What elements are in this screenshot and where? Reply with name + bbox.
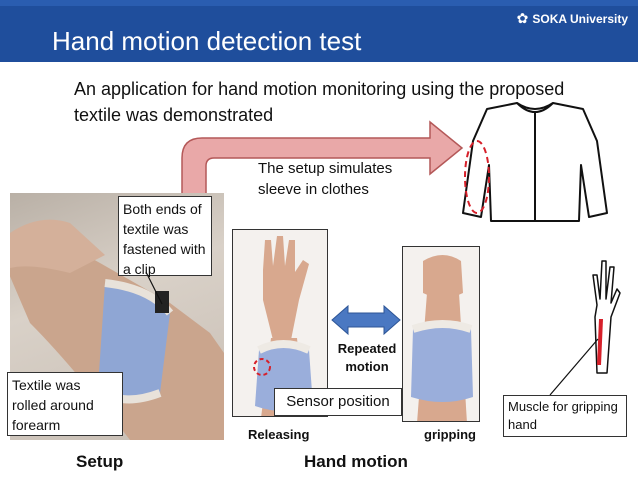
simulation-note: The setup simulates sleeve in clothes [258, 160, 393, 198]
slide-title: Hand motion detection test [52, 26, 362, 56]
gripping-label: gripping [424, 427, 476, 442]
fist-illustration [403, 247, 479, 421]
callout-sensor-position: Sensor position [274, 388, 402, 416]
intro-text: An application for hand motion monitorin… [74, 79, 565, 125]
setup-label: Setup [76, 452, 124, 471]
repeat-double-arrow [331, 304, 401, 336]
gripping-photo [402, 246, 480, 422]
sensor-marker [253, 358, 271, 376]
jacket-drawing [462, 102, 608, 222]
callout-muscle: Muscle for gripping hand [503, 395, 627, 437]
forearm-illustration [10, 219, 224, 440]
university-logo: ✿ SOKA University [517, 10, 628, 27]
arm-muscle-drawing [592, 260, 621, 374]
logo-text: SOKA University [532, 11, 628, 26]
hand-motion-label: Hand motion [304, 452, 408, 471]
callout-rolled: Textile was rolled around forearm [7, 372, 123, 436]
releasing-label: Releasing [248, 427, 310, 442]
open-hand-illustration [233, 230, 327, 416]
callout-fastened-pointer [145, 271, 163, 305]
soka-crest-icon: ✿ [516, 10, 529, 26]
callout-fastened: Both ends of textile was fastened with a… [118, 196, 212, 277]
muscle-pointer [549, 338, 599, 396]
repeated-motion-label: Repeated motion [337, 341, 397, 374]
sleeve-arrow [181, 120, 464, 205]
header-stripe [0, 0, 638, 6]
slide-header [0, 0, 638, 62]
muscle-highlight [597, 319, 603, 365]
releasing-photo [232, 229, 328, 417]
sleeve-highlight-ellipse [464, 140, 490, 214]
